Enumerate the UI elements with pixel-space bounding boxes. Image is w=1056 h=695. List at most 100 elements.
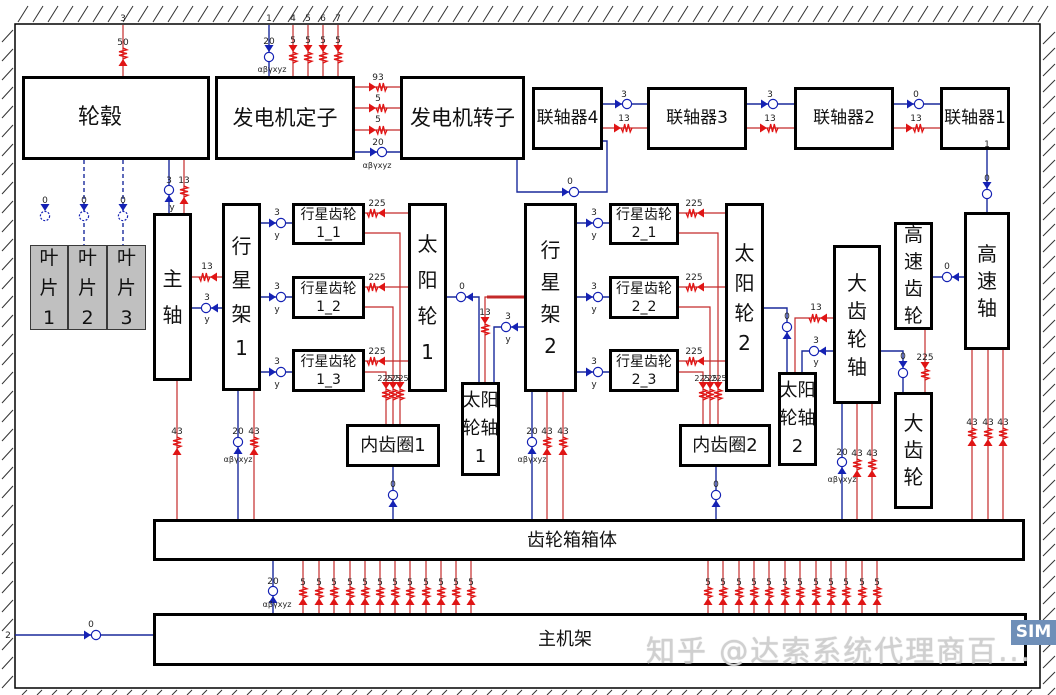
body-label-line: 行星齿轮 — [300, 280, 357, 297]
body-high-speed-gear: 高速齿轮 — [894, 222, 933, 330]
body-label-line: 2 — [544, 333, 557, 358]
body-coupling-4: 联轴器4 — [532, 87, 603, 150]
body-label-line: 轮 — [734, 300, 755, 325]
body-label-line: 齿轮箱箱体 — [527, 529, 617, 551]
body-label-line: 太阳 — [779, 380, 816, 401]
body-label: 齿轮箱箱体 — [527, 529, 617, 552]
body-label: 轮毂 — [78, 104, 122, 132]
body-label-line: 2_1 — [631, 225, 657, 241]
body-label-line: 联轴器2 — [813, 108, 875, 128]
body-ring-gear-2: 内齿圈2 — [679, 424, 771, 467]
body-label-line: 联轴器1 — [944, 108, 1006, 128]
body-label: 联轴器2 — [813, 108, 875, 129]
body-label-line: 3 — [120, 306, 133, 329]
body-label-line: 1 — [235, 336, 248, 360]
body-label-line: 高 — [903, 224, 923, 246]
body-label: 太阳轮轴 1 — [463, 387, 499, 471]
body-label-line: 1_2 — [316, 298, 341, 315]
body-sun-shaft-1: 太阳轮轴 1 — [461, 382, 500, 476]
body-label-line: 轮 — [847, 326, 867, 351]
body-label-line: 轮 — [903, 305, 923, 327]
body-label: 高速齿轮 — [904, 222, 923, 330]
body-label-line: 轮轴 — [779, 408, 816, 429]
body-label-line: 1_1 — [316, 225, 341, 241]
body-label-line: 星 — [540, 269, 561, 294]
body-label-line: 联轴器3 — [666, 108, 728, 128]
body-label-line: 齿 — [903, 278, 923, 300]
body-label-line: 主机架 — [538, 629, 592, 650]
watermark-text: 知乎 @达索系统代理商百... — [646, 634, 1032, 668]
body-label: 内齿圈1 — [360, 434, 425, 457]
body-label-line: 主 — [162, 267, 183, 291]
body-label-line: 联轴器4 — [536, 108, 599, 128]
body-label-line: 太 — [734, 240, 755, 265]
body-label-line: 片 — [39, 276, 59, 299]
body-label-line: 轮轴 — [462, 418, 499, 439]
body-label: 大齿轮轴 — [847, 269, 867, 381]
body-label-line: 2_2 — [631, 298, 657, 315]
sim-badge: SIM — [1011, 620, 1056, 645]
body-label-line: 2 — [791, 436, 804, 457]
body-high-speed-shaft: 高速轴 — [964, 212, 1010, 350]
body-gear: 大齿轮 — [894, 392, 933, 509]
body-label-line: 2 — [738, 330, 751, 355]
body-label: 联轴器4 — [537, 108, 599, 129]
body-label-line: 星 — [231, 268, 252, 292]
body-generator-stator: 发电机定子 — [215, 76, 355, 160]
body-label-line: 行星齿轮 — [616, 280, 672, 297]
body-label-line: 轴 — [977, 295, 997, 320]
body-coupling-1: 联轴器1 — [940, 87, 1010, 150]
body-label: 联轴器3 — [666, 108, 728, 129]
body-label-line: 叶 — [116, 246, 136, 269]
body-label-line: 轴 — [162, 303, 183, 327]
body-label-line: 高 — [977, 241, 997, 266]
body-label-line: 1 — [474, 446, 487, 467]
body-label-line: 内齿圈2 — [692, 435, 758, 456]
body-label-line: 1 — [421, 339, 434, 364]
body-label: 发电机定子 — [233, 105, 338, 131]
body-label-line: 行 — [540, 237, 561, 262]
body-label: 联轴器1 — [944, 108, 1006, 129]
body-label-line: 太阳 — [462, 390, 499, 411]
body-coupling-3: 联轴器3 — [647, 87, 747, 150]
body-label-line: 行星齿轮 — [616, 353, 672, 370]
body-label: 内齿圈2 — [692, 434, 757, 457]
body-label-line: 发电机转子 — [410, 106, 515, 130]
body-gear-shaft: 大齿轮轴 — [833, 245, 881, 404]
body-label: 发电机转子 — [410, 105, 515, 131]
body-label-line: 大 — [903, 411, 924, 435]
body-label-line: 轮 — [417, 303, 438, 328]
body-label-line: 内齿圈1 — [360, 435, 426, 456]
body-label-line: 速 — [977, 268, 997, 293]
body-label-line: 轴 — [847, 354, 867, 379]
body-label-line: 行星齿轮 — [300, 353, 357, 370]
body-label: 主机架 — [538, 628, 592, 651]
body-label: 高速轴 — [977, 241, 997, 322]
body-label-line: 大 — [847, 270, 867, 295]
body-gearbox-housing: 齿轮箱箱体 — [153, 519, 1025, 561]
body-label-line: 叶 — [39, 246, 59, 269]
body-label-line: 轮毂 — [77, 105, 122, 130]
body-coupling-2: 联轴器2 — [794, 87, 894, 150]
